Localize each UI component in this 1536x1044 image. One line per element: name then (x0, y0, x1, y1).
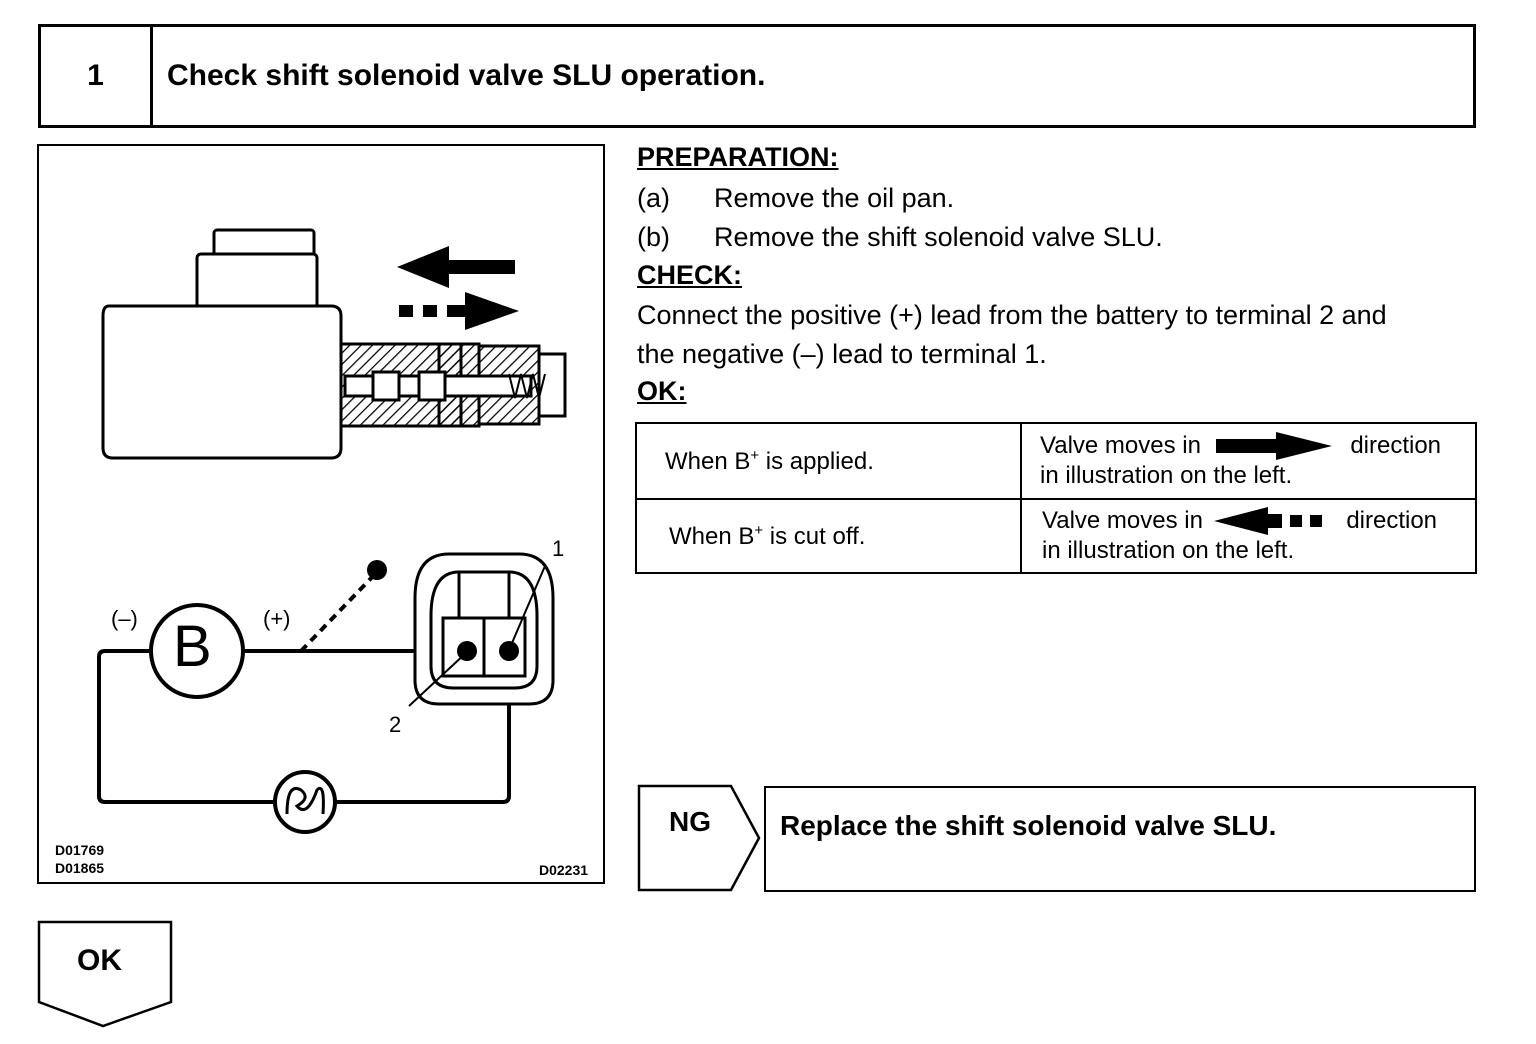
result-text: Valve moves in (1042, 506, 1203, 534)
prep-item-marker: (b) (637, 222, 670, 252)
negative-label: (–) (111, 606, 138, 631)
solenoid-diagram (97, 228, 567, 834)
result-text: direction (1346, 506, 1438, 534)
terminal-1-label: 1 (552, 536, 565, 561)
terminal-2-label: 2 (389, 712, 402, 737)
condition-cell: When B+ is applied. (635, 422, 1022, 500)
step-number: 1 (41, 27, 153, 125)
condition-text: is cut off. (763, 522, 866, 550)
ok-heading: OK: (637, 376, 687, 406)
solenoid-valve-drawing (101, 228, 567, 460)
prep-item-marker: (a) (637, 183, 670, 213)
ng-label: NG (669, 806, 711, 837)
battery-label: B (173, 614, 212, 679)
ok-spec-table: When B+ is applied. Valve moves in direc… (635, 422, 1477, 574)
ok-next-label: OK (77, 944, 122, 977)
figure-code: D01769 (55, 842, 105, 858)
condition-text: When B (665, 447, 751, 475)
table-row: When B+ is applied. Valve moves in direc… (635, 422, 1477, 500)
figure-code: D01865 (55, 860, 105, 876)
figure-code: D02231 (539, 862, 589, 878)
result-text: direction (1350, 431, 1442, 459)
table-row: When B+ is cut off. Valve moves in direc… (635, 498, 1477, 574)
result-text: in illustration on the left. (1040, 462, 1293, 490)
step-header: 1 Check shift solenoid valve SLU operati… (38, 24, 1476, 128)
ng-pentagon-shape (637, 784, 761, 892)
lead-probe-dot (367, 560, 387, 580)
check-instruction-line: Connect the positive (+) lead from the b… (637, 300, 1387, 330)
dashed-arrow-left-icon (1213, 507, 1322, 536)
positive-label: (+) (263, 606, 291, 631)
terminal-1-dot (499, 641, 519, 661)
condition-text: When B (669, 522, 755, 550)
check-heading: CHECK: (637, 260, 742, 290)
ng-tab: NG (637, 784, 763, 892)
step-title: Check shift solenoid valve SLU operation… (167, 59, 766, 92)
arrow-legend (397, 246, 519, 330)
ok-next-tab: OK (37, 920, 175, 1030)
result-cell: Valve moves in direction in illustration… (1020, 422, 1477, 500)
preparation-heading: PREPARATION: (637, 142, 839, 172)
ng-action-box: Replace the shift solenoid valve SLU. (764, 786, 1476, 892)
condition-cell: When B+ is cut off. (635, 498, 1022, 574)
superscript: + (754, 521, 764, 539)
superscript: + (750, 446, 760, 464)
result-text: Valve moves in (1040, 431, 1201, 459)
illustration-panel: (–) (+) B 1 2 D01769 D01865 D02231 (37, 144, 605, 884)
solid-arrow-right-icon (1215, 432, 1332, 461)
prep-item-text: Remove the shift solenoid valve SLU. (714, 222, 1163, 252)
result-text: in illustration on the left. (1042, 537, 1295, 565)
ng-action-text: Replace the shift solenoid valve SLU. (780, 810, 1277, 841)
check-instruction-line: the negative (–) lead to terminal 1. (637, 339, 1047, 369)
terminal-2-dot (457, 641, 477, 661)
prep-item-text: Remove the oil pan. (714, 183, 955, 213)
ok-pentagon-shape (37, 920, 173, 1028)
condition-text: is applied. (759, 447, 874, 475)
result-cell: Valve moves in direction in illustration… (1020, 498, 1477, 574)
test-circuit (97, 552, 555, 834)
